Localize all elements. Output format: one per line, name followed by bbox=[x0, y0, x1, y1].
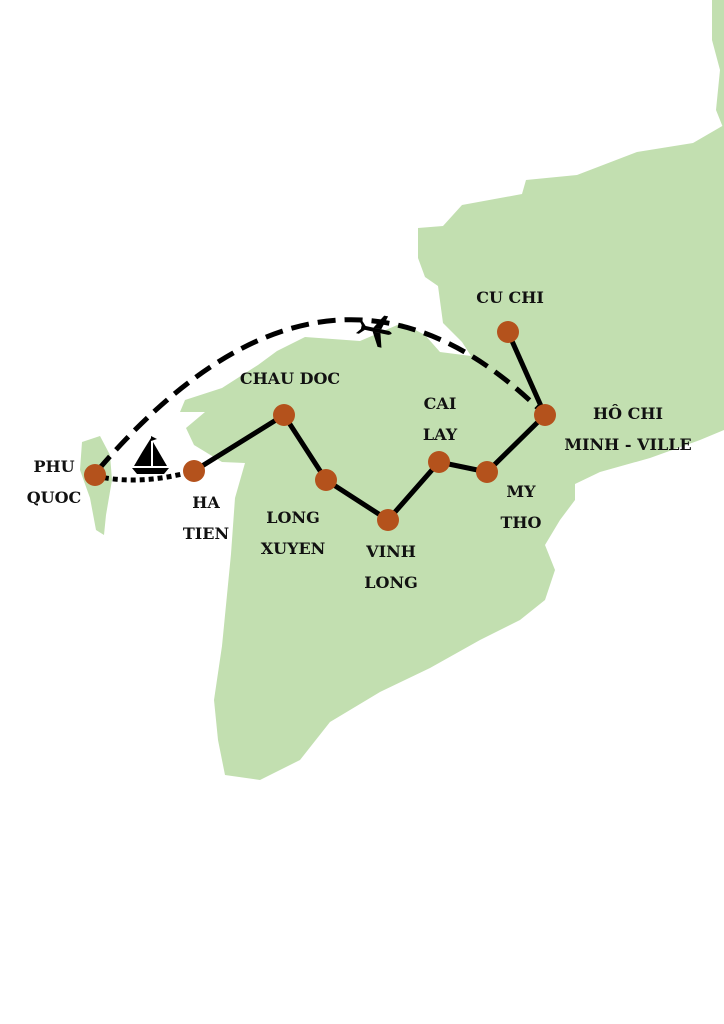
stop-long-xuyen[interactable] bbox=[315, 469, 337, 491]
label-ho-chi-minh: HÔ CHI MINH - VILLE bbox=[564, 398, 691, 460]
label-line: CU CHI bbox=[476, 288, 544, 307]
stop-my-tho[interactable] bbox=[476, 461, 498, 483]
stop-cu-chi[interactable] bbox=[497, 321, 519, 343]
stop-cai-lay[interactable] bbox=[428, 451, 450, 473]
label-cu-chi: CU CHI bbox=[476, 282, 544, 313]
label-line: MINH - VILLE bbox=[564, 435, 692, 454]
label-line: HA bbox=[192, 493, 220, 512]
label-line: XUYEN bbox=[260, 539, 326, 558]
label-line: HÔ CHI bbox=[593, 404, 663, 423]
label-vinh-long: VINH LONG bbox=[364, 536, 417, 598]
road-route-cu-chi bbox=[505, 330, 548, 417]
label-line: LAY bbox=[422, 425, 458, 444]
label-cai-lay: CAI LAY bbox=[423, 388, 457, 450]
stops bbox=[84, 321, 556, 531]
label-line: TIEN bbox=[182, 524, 230, 543]
flight-route bbox=[96, 317, 547, 472]
land-north-strip bbox=[712, 0, 724, 130]
airplane-icon bbox=[355, 315, 392, 348]
stop-chau-doc[interactable] bbox=[273, 404, 295, 426]
label-line: CAI bbox=[423, 394, 457, 413]
stop-ho-chi-minh[interactable] bbox=[534, 404, 556, 426]
label-line: LONG bbox=[364, 573, 418, 592]
label-line: CHAU DOC bbox=[239, 369, 341, 388]
label-chau-doc: CHAU DOC bbox=[240, 363, 340, 394]
label-line: THO bbox=[500, 513, 542, 532]
stop-phu-quoc[interactable] bbox=[84, 464, 106, 486]
label-line: LONG bbox=[266, 508, 320, 527]
label-line: QUOC bbox=[26, 488, 82, 507]
label-line: VINH bbox=[366, 542, 416, 561]
label-phu-quoc: PHU QUOC bbox=[27, 451, 82, 513]
land-mainland bbox=[180, 125, 724, 780]
sailboat-icon bbox=[132, 436, 169, 474]
label-my-tho: MY THO bbox=[501, 476, 542, 538]
stop-vinh-long[interactable] bbox=[377, 509, 399, 531]
label-line: MY bbox=[506, 482, 536, 501]
stop-ha-tien[interactable] bbox=[183, 460, 205, 482]
label-long-xuyen: LONG XUYEN bbox=[261, 502, 326, 564]
label-ha-tien: HA TIEN bbox=[183, 487, 229, 549]
label-line: PHU bbox=[33, 457, 75, 476]
